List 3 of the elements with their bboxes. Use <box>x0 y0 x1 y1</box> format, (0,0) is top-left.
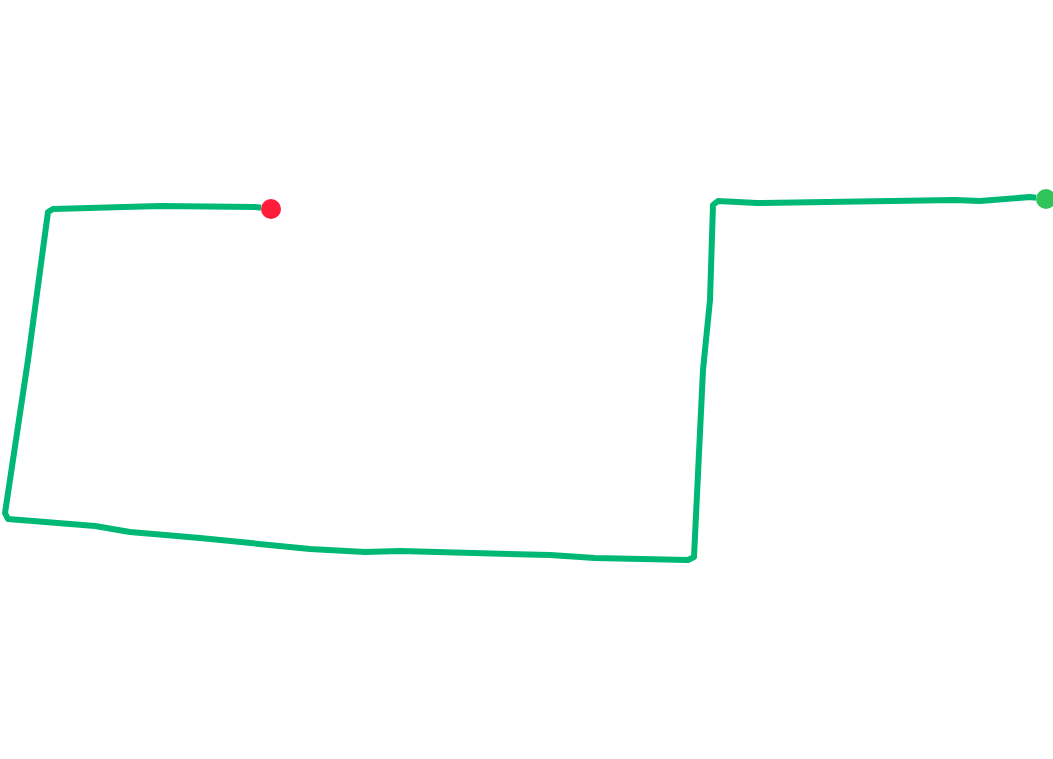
route-line <box>2 194 1037 563</box>
route-point <box>261 199 281 219</box>
route-point <box>1036 189 1053 209</box>
